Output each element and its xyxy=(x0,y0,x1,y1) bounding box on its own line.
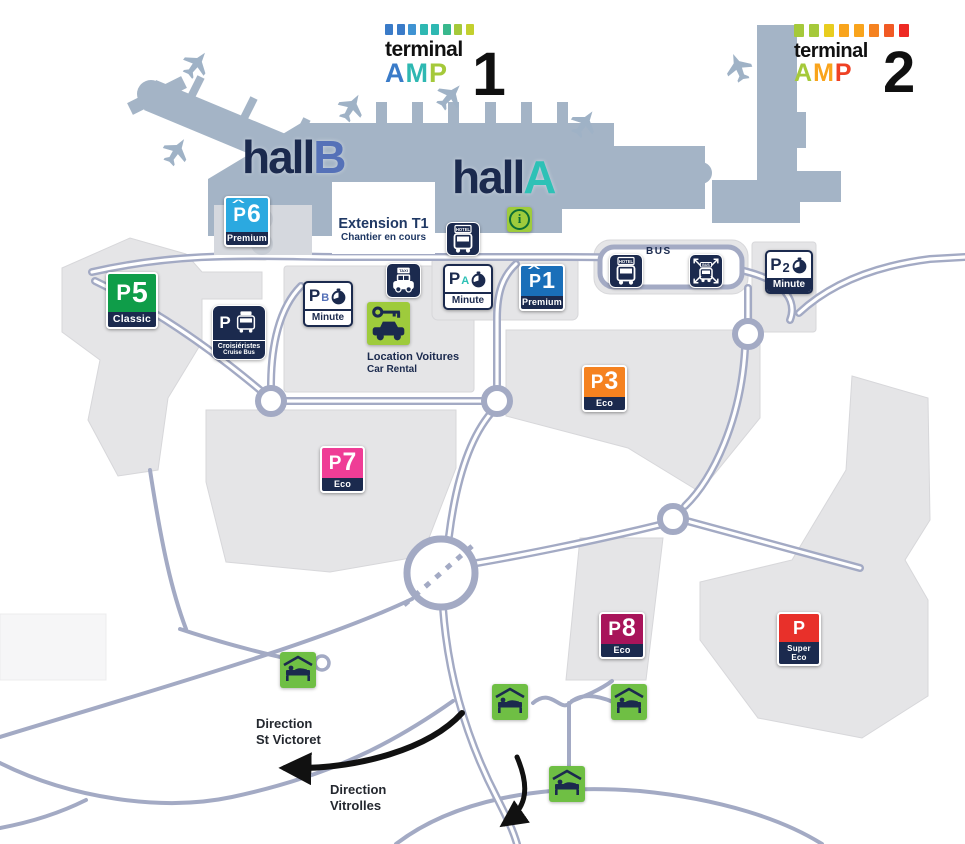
hotel-bed-icon xyxy=(614,687,644,713)
rural-roads xyxy=(0,468,824,844)
clock-icon xyxy=(792,256,807,273)
direction-vitrolles-label: Direction Vitrolles xyxy=(330,782,387,814)
airplane-icon xyxy=(157,132,195,171)
parking-pa-minute-badge: P A Minute xyxy=(443,264,493,310)
clock-icon xyxy=(471,270,486,287)
parking-p2-minute-badge: P 2 Minute xyxy=(765,250,813,294)
clock-icon xyxy=(331,287,346,304)
logo-color-square xyxy=(824,24,834,37)
terminal2-color-squares xyxy=(794,24,946,37)
logo-color-square xyxy=(419,24,428,35)
airplane-icon xyxy=(177,44,216,84)
hotel-badge xyxy=(492,684,528,720)
terminal1-word: terminal xyxy=(385,38,463,61)
terminal1-number: 1 xyxy=(472,40,506,108)
bus-station-icon: BUS xyxy=(693,258,719,284)
terminal2-number: 2 xyxy=(883,40,916,105)
bus-road-label: BUS xyxy=(646,246,672,257)
bus-station-badge: BUS xyxy=(689,254,723,288)
logo-color-square xyxy=(454,24,462,35)
lot-p3 xyxy=(505,329,761,493)
hotel-shuttle-icon: HOTEL xyxy=(616,256,636,285)
bus-sign-text: BUS xyxy=(702,263,710,267)
terminal2-word: terminal xyxy=(794,40,868,62)
car-rental-label: Location Voitures Car Rental xyxy=(367,351,460,376)
hotel-shuttle-icon: HOTEL xyxy=(453,224,473,253)
hotel-bed-icon xyxy=(495,687,525,713)
logo-color-square xyxy=(809,24,819,37)
terminal1-color-squares xyxy=(385,24,568,35)
terminal2-building xyxy=(712,25,841,223)
direction-arrow-st-victoret xyxy=(278,710,465,786)
taxi-badge: TAXI xyxy=(386,263,421,298)
logo-color-square xyxy=(854,24,864,37)
hotel-bed-icon xyxy=(283,655,313,681)
hotel-badge xyxy=(280,652,316,688)
parking-super-eco-badge: P Super Eco xyxy=(777,612,821,666)
bus-icon xyxy=(236,311,255,333)
hotel-shuttle-badge: HOTEL xyxy=(446,222,480,256)
hall-b-title: hallB xyxy=(242,131,346,183)
satellite-building xyxy=(648,160,692,186)
hall-a-title: hallA xyxy=(452,151,556,203)
logo-color-square xyxy=(884,24,894,37)
cruise-bus-badge: P Croisiéristes Cruise Bus xyxy=(212,305,266,360)
logo-color-square xyxy=(465,24,474,35)
hotel-bed-icon xyxy=(552,769,582,795)
lot-far-left xyxy=(0,613,107,681)
hotel-sign-text: HOTEL xyxy=(456,227,471,232)
hotel-sign-text: HOTEL xyxy=(619,259,634,264)
logo-color-square xyxy=(385,24,393,35)
direction-st-victoret-label: Direction St Victoret xyxy=(256,716,321,748)
dashed-road xyxy=(402,539,480,607)
terminal1-logo: terminal AMP 1 xyxy=(368,24,568,105)
logo-color-square xyxy=(899,24,909,37)
hotel-shuttle-badge: HOTEL xyxy=(609,254,643,288)
terminal2-logo: terminal AMP 2 xyxy=(786,24,946,102)
info-badge: i xyxy=(507,207,532,232)
parking-pb-minute-badge: P B Minute xyxy=(303,281,353,327)
info-icon: i xyxy=(509,209,530,230)
extension-t1-area xyxy=(332,182,435,254)
terminal1-amp: AMP xyxy=(385,58,449,88)
logo-color-square xyxy=(396,24,405,35)
direction-arrows xyxy=(278,710,530,828)
hotel-badge xyxy=(611,684,647,720)
logo-color-square xyxy=(839,24,849,37)
direction-arrow-vitrolles xyxy=(499,754,530,828)
taxi-sign-text: TAXI xyxy=(399,268,408,273)
airplane-icon xyxy=(721,49,756,86)
extension-t1-label: Extension T1 Chantier en cours xyxy=(338,216,429,243)
logo-color-square xyxy=(408,24,416,35)
taxi-icon: TAXI xyxy=(393,267,414,293)
hotel-badge xyxy=(549,766,585,802)
car-rental-icon xyxy=(372,306,405,341)
logo-color-square xyxy=(431,24,439,35)
car-rental-badge xyxy=(367,302,410,345)
terminal2-amp: AMP xyxy=(794,59,853,87)
airplane-icon xyxy=(332,88,370,126)
roundabouts xyxy=(255,318,764,672)
logo-color-square xyxy=(869,24,879,37)
logo-color-square xyxy=(442,24,451,35)
logo-color-square xyxy=(794,24,804,37)
